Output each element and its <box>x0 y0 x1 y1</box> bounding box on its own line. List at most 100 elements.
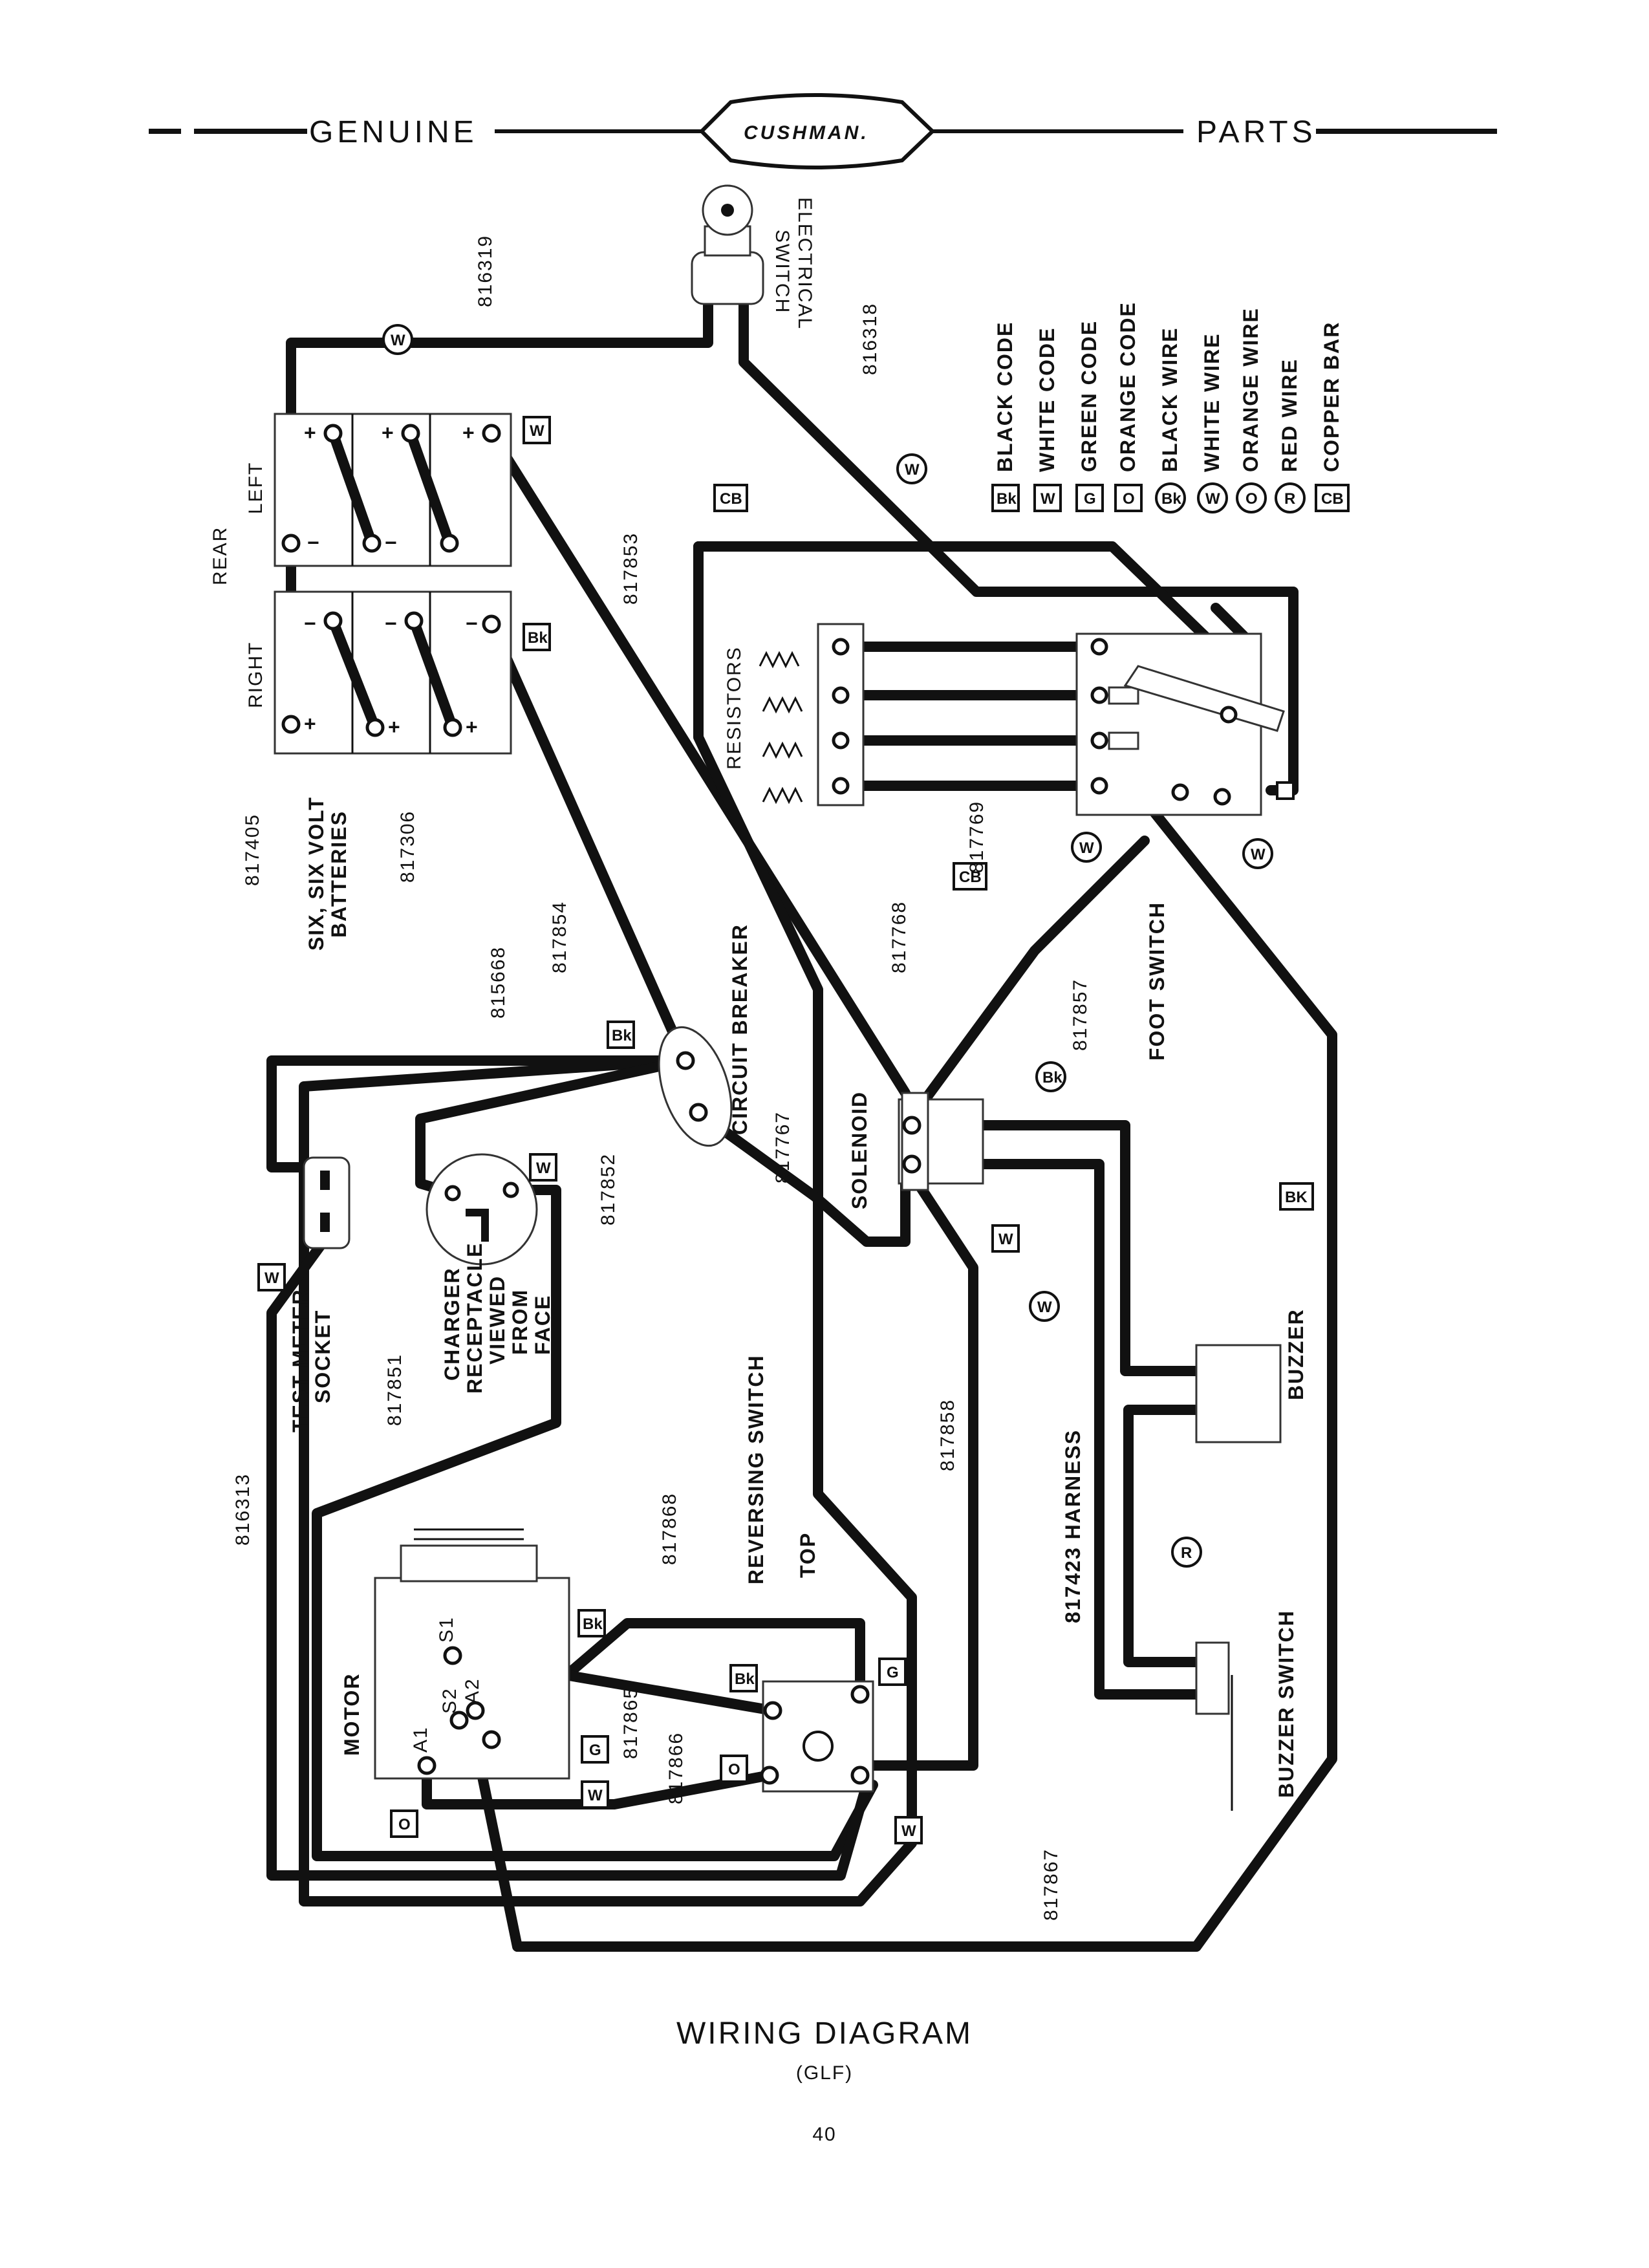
wire-harness-1 <box>907 1159 1202 1700</box>
buzzer-label: BUZZER <box>1284 1308 1308 1400</box>
buzzer-switch <box>1195 1641 1233 1811</box>
wire-817868 <box>422 1760 775 1809</box>
test-meter-socket <box>303 1156 350 1249</box>
legend-symbol: CB <box>1321 490 1344 508</box>
legend-label: BLACK WIRE <box>1158 327 1181 472</box>
component-labels: ELECTRICAL SWITCH LEFT REAR RIGHT 817405… <box>210 197 1308 1921</box>
plus-sign: + <box>388 715 402 739</box>
part-817867: 817867 <box>1040 1848 1062 1921</box>
part-817868: 817868 <box>659 1493 680 1565</box>
wire-code-markers: W W W W W Bk R W Bk CB CB Bk W W W BK Bk… <box>257 324 1314 1844</box>
plus-sign: + <box>462 421 476 444</box>
cushman-logo-text: CUSHMAN. <box>744 122 869 144</box>
battery-pack: + + + − − − − − + + + <box>274 413 512 755</box>
wire-817858 <box>861 1159 978 1771</box>
black-code-box: BK <box>1285 1189 1308 1206</box>
test-meter-label: SOCKET <box>311 1310 334 1403</box>
charger-label: CHARGER <box>440 1267 464 1381</box>
terminal-a2: A2 <box>462 1678 483 1704</box>
part-817767: 817767 <box>772 1111 793 1183</box>
electrical-switch-label: SWITCH <box>771 230 793 314</box>
legend-symbol: G <box>1084 490 1096 508</box>
right-battery-label: RIGHT <box>245 642 266 708</box>
legend: Bk BLACK CODE W WHITE CODE G GREEN CODE … <box>991 301 1350 513</box>
legend-symbol: W <box>1040 490 1055 508</box>
diagram-subtitle: (GLF) <box>796 2062 853 2084</box>
red-wire-marker: R <box>1181 1544 1192 1562</box>
white-wire-marker: W <box>1079 839 1094 857</box>
wire-charger-motor <box>312 1185 878 1861</box>
part-817854: 817854 <box>549 901 570 973</box>
legend-label: ORANGE WIRE <box>1239 307 1262 472</box>
black-code-box: Bk <box>528 629 548 647</box>
white-code-box: W <box>901 1822 916 1840</box>
part-817853: 817853 <box>620 532 641 605</box>
white-wire-marker: W <box>391 332 405 349</box>
part-817769: 817769 <box>966 801 987 873</box>
wire-817767 <box>693 1107 911 1247</box>
left-battery-box <box>274 413 512 567</box>
black-wire-marker: Bk <box>1042 1069 1062 1086</box>
foot-switch-label: FOOT SWITCH <box>1145 902 1169 1061</box>
right-battery-box <box>274 590 512 755</box>
plus-sign: + <box>382 421 395 444</box>
motor <box>374 1528 570 1780</box>
legend-label: RED WIRE <box>1278 358 1301 472</box>
part-817851: 817851 <box>384 1354 405 1426</box>
foot-switch <box>1075 632 1295 816</box>
minus-sign: − <box>304 612 318 635</box>
white-wire-marker: W <box>905 461 920 479</box>
electrical-switch <box>691 184 764 305</box>
white-code-box: W <box>536 1160 551 1177</box>
wire-817768 <box>299 541 917 1906</box>
part-817857: 817857 <box>1070 978 1091 1051</box>
resistors-label: RESISTORS <box>724 646 745 770</box>
legend-symbol: W <box>1205 490 1220 508</box>
resistor-bank <box>759 623 865 806</box>
wire-harness-2 <box>1123 1405 1202 1667</box>
batteries-label: BATTERIES <box>327 810 350 938</box>
rear-label: REAR <box>210 526 231 585</box>
terminal-s2: S2 <box>439 1687 460 1714</box>
wire-817857 <box>903 836 1150 1127</box>
part-817865: 817865 <box>620 1687 641 1759</box>
solenoid <box>898 1092 984 1191</box>
minus-sign: − <box>466 612 479 635</box>
wire-815668 <box>266 1055 691 1172</box>
part-816313: 816313 <box>232 1473 253 1546</box>
black-code-box: Bk <box>612 1027 632 1044</box>
white-code-box: W <box>264 1269 279 1287</box>
part-815668: 815668 <box>488 946 509 1019</box>
charger-label: FACE <box>531 1295 554 1355</box>
wire-817867 <box>467 803 1337 1952</box>
black-code-box: Bk <box>735 1670 755 1688</box>
copper-bar-box: CB <box>720 490 742 508</box>
terminal-a1: A1 <box>410 1726 431 1753</box>
diagram-title: WIRING DIAGRAM <box>676 2016 973 2051</box>
minus-sign: − <box>385 531 398 554</box>
buzzer <box>1195 1344 1282 1443</box>
wire-816313 <box>266 1237 872 1881</box>
part-817858: 817858 <box>937 1399 958 1471</box>
orange-code-box: O <box>728 1761 740 1778</box>
green-code-box: G <box>589 1742 601 1759</box>
charger-label: VIEWED <box>486 1275 509 1365</box>
part-817866: 817866 <box>665 1732 687 1804</box>
wire-solenoid-buzzer-bk <box>907 1120 1202 1376</box>
circuit-breaker-label: CIRCUIT BREAKER <box>728 923 751 1135</box>
wire-817854 <box>486 619 691 1066</box>
legend-label: ORANGE CODE <box>1116 301 1139 472</box>
caption: WIRING DIAGRAM (GLF) 40 <box>676 2016 973 2145</box>
header-parts: PARTS <box>1196 115 1317 149</box>
buzzer-switch-label: BUZZER SWITCH <box>1275 1610 1298 1798</box>
minus-sign: − <box>385 612 398 635</box>
top-label: TOP <box>796 1532 819 1578</box>
plus-sign: + <box>466 715 479 739</box>
circuit-breaker <box>658 1026 733 1147</box>
copper-bar-box: CB <box>959 869 982 886</box>
legend-label: BLACK CODE <box>993 321 1017 472</box>
part-817768: 817768 <box>889 901 910 973</box>
electrical-switch-label: ELECTRICAL <box>794 197 815 330</box>
part-817852: 817852 <box>598 1153 619 1226</box>
